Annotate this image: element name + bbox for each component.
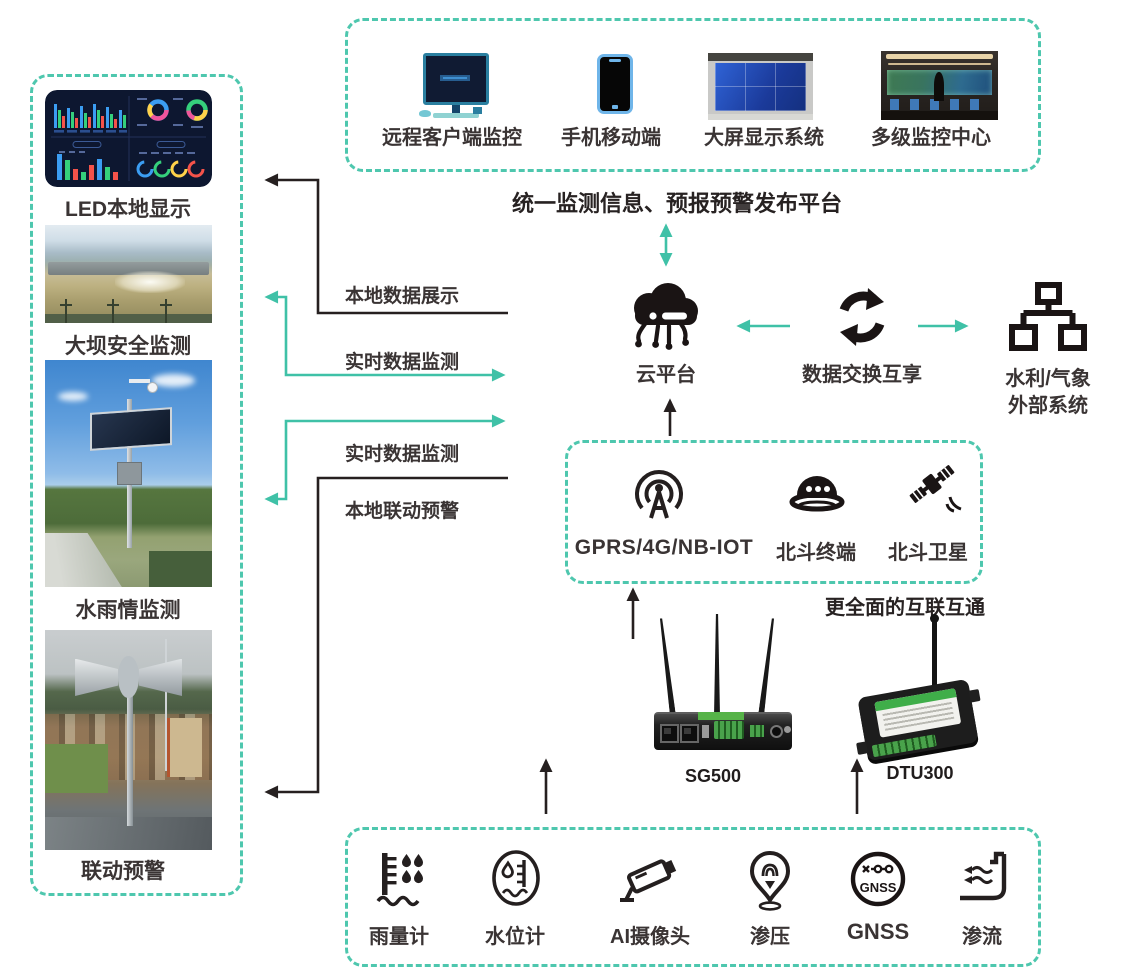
caption-unified-platform: 统一监测信息、预报预警发布平台	[511, 191, 843, 216]
control-room-photo	[881, 51, 998, 120]
label-dam-safety: 大坝安全监测	[65, 335, 191, 358]
label-water-level: 水位计	[485, 926, 545, 948]
sg500-device	[650, 612, 796, 752]
seepage-pressure-icon	[749, 851, 791, 911]
flow-label-realtime-1: 实时数据监测	[345, 352, 460, 373]
label-rain-gauge: 雨量计	[369, 926, 429, 948]
label-seepage-pressure: 渗压	[750, 926, 790, 948]
label-seepage-flow: 渗流	[962, 926, 1002, 948]
iot-cloud-icon	[634, 283, 698, 350]
desktop-monitor-icon	[419, 53, 489, 119]
broadcast-antenna-icon	[635, 470, 683, 519]
publishing-platform-panel	[345, 18, 1041, 172]
label-sg500: SG500	[684, 766, 742, 786]
label-beidou-satellite: 北斗卫星	[888, 542, 968, 564]
caption-interconnection: 更全面的互联互通	[825, 597, 985, 619]
water-level-icon	[492, 850, 540, 906]
communication-panel	[565, 440, 983, 584]
label-external-line2: 外部系统	[1008, 395, 1088, 417]
led-dashboard-image	[45, 90, 212, 187]
monitoring-station-photo	[45, 360, 212, 587]
label-water-rain-monitoring: 水雨情监测	[75, 599, 181, 622]
sitemap-icon	[1009, 282, 1087, 351]
label-led-local-display: LED本地显示	[65, 198, 191, 221]
seepage-flow-icon	[960, 851, 1007, 901]
label-gnss: GNSS	[846, 919, 910, 944]
label-multi-level-center: 多级监控中心	[871, 127, 991, 149]
rain-gauge-icon	[376, 853, 423, 907]
flow-label-local-data-display: 本地数据展示	[345, 286, 460, 307]
label-external-line1: 水利/气象	[1005, 368, 1091, 390]
label-big-screen: 大屏显示系统	[704, 127, 824, 149]
satellite-icon	[909, 465, 962, 513]
flow-label-local-linkage: 本地联动预警	[345, 501, 460, 522]
label-gprs: GPRS/4G/NB-IOT	[574, 536, 754, 559]
arrow-local-linkage-warning	[264, 476, 508, 799]
gnss-icon: GNSS	[850, 851, 906, 907]
label-linkage-warning: 联动预警	[81, 860, 165, 883]
dtu300-device	[856, 612, 981, 762]
ai-camera-icon	[620, 859, 677, 902]
gnss-icon-text: GNSS	[860, 880, 897, 895]
label-ai-camera: AI摄像头	[610, 926, 690, 948]
warning-loudspeaker-photo	[45, 630, 212, 850]
label-cloud-platform: 云平台	[636, 364, 696, 386]
label-mobile: 手机移动端	[561, 127, 661, 149]
dam-photo	[45, 225, 212, 323]
smartphone-icon	[597, 54, 633, 114]
label-remote-client: 远程客户端监控	[382, 127, 522, 149]
label-beidou-terminal: 北斗终端	[776, 542, 856, 564]
video-wall-photo	[708, 53, 813, 120]
flow-label-realtime-2: 实时数据监测	[345, 444, 460, 465]
sensor-panel	[345, 827, 1041, 967]
label-data-exchange: 数据交换互享	[802, 364, 922, 386]
beidou-terminal-icon	[789, 476, 845, 512]
sync-arrows-icon	[839, 288, 885, 346]
label-dtu300: DTU300	[886, 763, 954, 783]
